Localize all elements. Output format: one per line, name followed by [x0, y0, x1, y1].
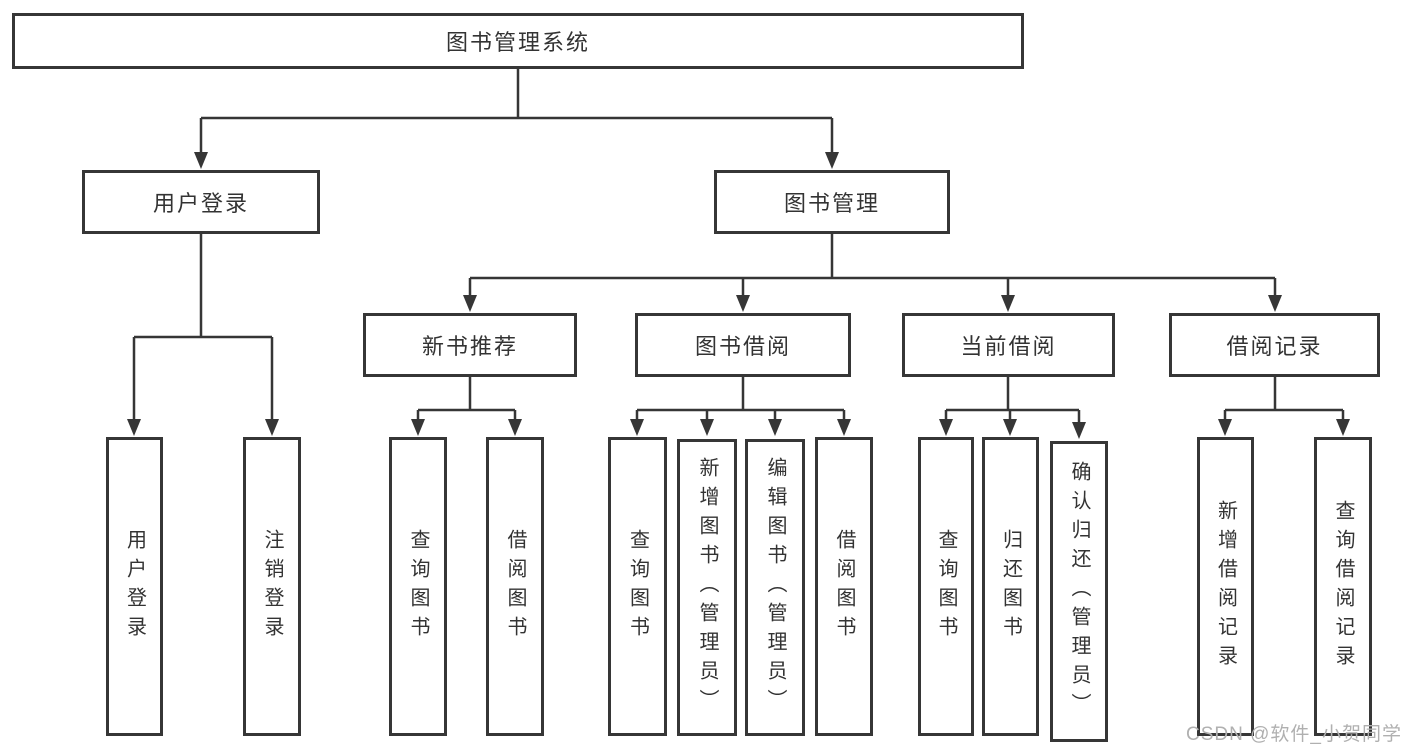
node-user-login: 用户登录 [82, 170, 320, 234]
leaf-borrow-add-books-admin: 新增图书（管理员） [677, 439, 737, 736]
leaf-borrow-add-books-admin-label: 新增图书（管理员） [696, 457, 718, 718]
leaf-records-query-record: 查询借阅记录 [1314, 437, 1372, 736]
leaf-records-add-record: 新增借阅记录 [1197, 437, 1254, 736]
leaf-records-add-record-label: 新增借阅记录 [1214, 499, 1237, 674]
arrowhead-icons [127, 152, 1350, 439]
leaf-borrow-borrow-books: 借阅图书 [815, 437, 873, 736]
node-book-management-label: 图书管理 [783, 191, 880, 216]
node-root: 图书管理系统 [12, 13, 1024, 69]
leaf-logout-login-label: 注销登录 [261, 528, 283, 645]
leaf-borrow-borrow-books-label: 借阅图书 [833, 528, 855, 645]
node-book-management: 图书管理 [714, 170, 950, 234]
node-borrow-records: 借阅记录 [1169, 313, 1380, 377]
leaf-current-return-books: 归还图书 [982, 437, 1039, 736]
leaf-borrow-query-books: 查询图书 [608, 437, 667, 736]
leaf-borrow-edit-books-admin: 编辑图书（管理员） [745, 439, 805, 736]
leaf-logout-login: 注销登录 [243, 437, 301, 736]
node-user-login-label: 用户登录 [152, 191, 249, 216]
node-book-borrow-label: 图书借阅 [694, 334, 791, 359]
leaf-records-query-record-label: 查询借阅记录 [1332, 499, 1354, 674]
node-current-borrow: 当前借阅 [902, 313, 1115, 377]
node-new-book-recommend: 新书推荐 [363, 313, 577, 377]
leaf-user-login: 用户登录 [106, 437, 163, 736]
leaf-recommend-borrow-books: 借阅图书 [486, 437, 544, 736]
leaf-recommend-query-books-label: 查询图书 [407, 528, 429, 645]
leaf-current-query-books: 查询图书 [918, 437, 974, 736]
node-book-borrow: 图书借阅 [635, 313, 851, 377]
leaf-borrow-edit-books-admin-label: 编辑图书（管理员） [764, 457, 786, 718]
leaf-current-return-books-label: 归还图书 [999, 528, 1022, 645]
leaf-current-query-books-label: 查询图书 [935, 528, 957, 645]
watermark: CSDN @软件_小贺同学 [1186, 724, 1402, 745]
node-current-borrow-label: 当前借阅 [960, 334, 1057, 359]
leaf-current-confirm-return-admin: 确认归还（管理员） [1050, 441, 1108, 742]
leaf-borrow-query-books-label: 查询图书 [626, 528, 649, 645]
leaf-recommend-borrow-books-label: 借阅图书 [504, 528, 526, 645]
leaf-current-confirm-return-admin-label: 确认归还（管理员） [1068, 461, 1090, 722]
leaf-recommend-query-books: 查询图书 [389, 437, 447, 736]
leaf-user-login-label: 用户登录 [123, 528, 146, 645]
node-root-label: 图书管理系统 [445, 30, 590, 55]
node-new-book-recommend-label: 新书推荐 [421, 334, 518, 359]
node-borrow-records-label: 借阅记录 [1226, 334, 1323, 359]
